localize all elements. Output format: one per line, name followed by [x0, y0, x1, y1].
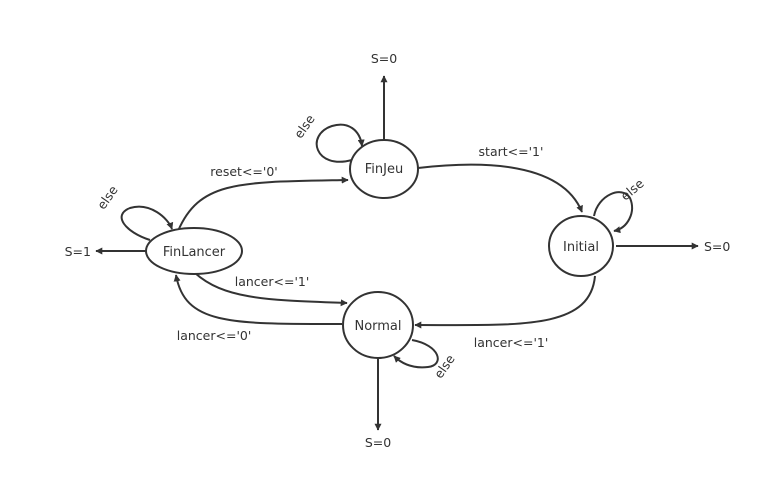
state-label-normal: Normal [354, 319, 401, 334]
output-label-normal: S=0 [365, 435, 391, 450]
self-loop-finjeu [315, 123, 365, 163]
state-finjeu [349, 139, 419, 199]
self-loop-label-finjeu: else [291, 111, 318, 141]
transition-label-finlancer-normal: lancer<='1' [235, 274, 310, 289]
transition-label-normal-finlancer: lancer<='0' [177, 328, 252, 343]
transition-label-initial-normal: lancer<='1' [474, 335, 549, 350]
edge-finlancer-to-normal [194, 272, 348, 307]
self-loop-label-finlancer: else [94, 182, 121, 212]
self-loop-finlancer [120, 205, 174, 241]
state-label-finjeu: FinJeu [365, 162, 403, 177]
state-initial [548, 215, 614, 277]
self-loop-initial [593, 191, 633, 234]
edge-finlancer-to-finjeu [177, 176, 349, 232]
output-label-finlancer: S=1 [65, 244, 91, 259]
transition-label-finjeu-initial: start<='1' [479, 144, 544, 159]
edge-normal-to-finlancer [173, 274, 343, 326]
state-label-finlancer: FinLancer [163, 245, 226, 260]
self-loop-label-initial: else [618, 175, 647, 203]
state-normal [342, 291, 414, 359]
output-label-finjeu: S=0 [371, 51, 397, 66]
state-finlancer [145, 227, 243, 275]
state-label-initial: Initial [563, 240, 599, 255]
transition-label-finlancer-finjeu: reset<='0' [210, 164, 277, 179]
edge-initial-to-normal [414, 275, 596, 329]
self-loop-label-normal: else [431, 351, 458, 381]
self-loop-normal [393, 339, 439, 369]
edge-finjeu-to-initial [417, 163, 583, 213]
output-label-initial: S=0 [704, 239, 730, 254]
